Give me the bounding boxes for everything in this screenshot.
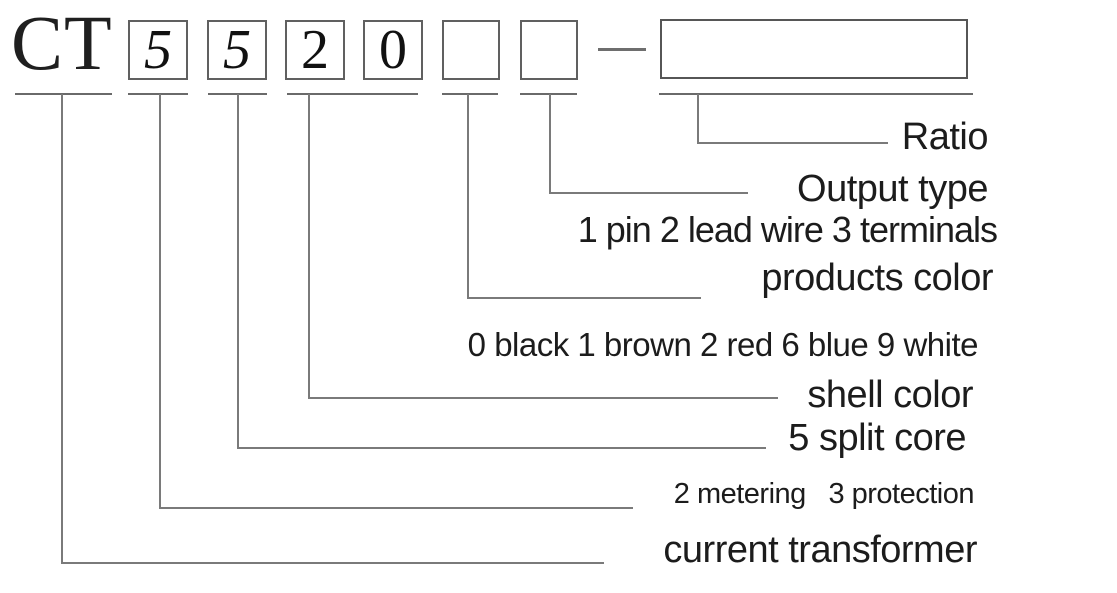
label-output-type: Output type (797, 168, 988, 210)
code-box-1: 5 (128, 19, 188, 81)
leader-metering-vertical (159, 94, 161, 509)
label-output-type-legend: 1 pin 2 lead wire 3 terminals (577, 209, 998, 250)
code-box-3: 2 (285, 19, 345, 81)
label-products-color: products color (761, 257, 993, 299)
underline-box-1 (128, 93, 188, 95)
leader-output-type-vertical (549, 94, 551, 194)
underline-box-5 (442, 93, 498, 95)
code-box-2-value: 5 (223, 19, 251, 81)
leader-products-color-horizontal (467, 297, 701, 299)
leader-metering-horizontal (159, 507, 633, 509)
leader-current-transformer-vertical (61, 94, 63, 564)
leader-ratio-horizontal (697, 142, 888, 144)
label-metering-protection: 2 metering 3 protection (673, 478, 975, 510)
leader-split-core-horizontal (237, 447, 766, 449)
separator-dash (598, 48, 646, 51)
label-current-transformer: current transformer (663, 529, 977, 571)
leader-ratio-vertical (697, 94, 699, 144)
leader-output-type-horizontal (549, 192, 748, 194)
code-box-4: 0 (363, 19, 423, 81)
leader-products-color-vertical (467, 94, 469, 299)
underline-prefix (15, 93, 112, 95)
label-products-color-legend: 0 black 1 brown 2 red 6 blue 9 white (467, 326, 979, 363)
code-box-4-value: 0 (379, 19, 407, 81)
underline-ratio-box (659, 93, 973, 95)
code-box-3-value: 2 (301, 19, 329, 81)
label-shell-color: shell color (807, 374, 973, 416)
underline-box-3-4 (287, 93, 418, 95)
underline-box-6 (520, 93, 577, 95)
leader-shell-color-vertical (308, 94, 310, 399)
leader-current-transformer-horizontal (61, 562, 604, 564)
code-box-5-empty (442, 20, 500, 80)
code-box-2: 5 (207, 19, 267, 81)
label-ratio: Ratio (901, 116, 989, 158)
ratio-value-box (660, 19, 968, 79)
leader-shell-color-horizontal (308, 397, 778, 399)
label-split-core: 5 split core (788, 417, 966, 459)
leader-split-core-vertical (237, 94, 239, 449)
code-prefix: CT (11, 0, 113, 86)
code-box-1-value: 5 (144, 19, 172, 81)
code-box-6-empty (520, 20, 578, 80)
